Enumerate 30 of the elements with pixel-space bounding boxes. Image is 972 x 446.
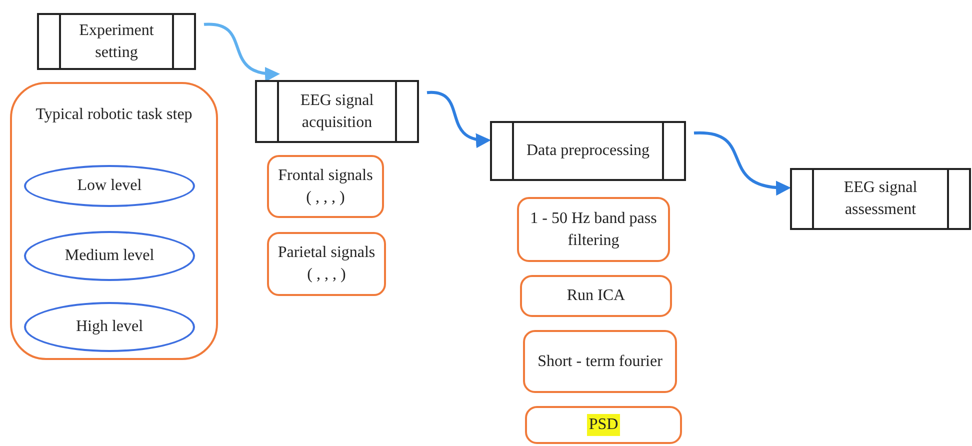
group-box bbox=[10, 82, 218, 360]
node-text: Short - term fourier bbox=[538, 352, 662, 372]
step-box bbox=[517, 197, 670, 262]
node-text: Medium level bbox=[64, 246, 154, 266]
process-box bbox=[255, 80, 419, 143]
node-text: Run ICA bbox=[566, 286, 626, 306]
process-box bbox=[37, 13, 196, 70]
step-box bbox=[525, 406, 682, 444]
node-text: ( , , , ) bbox=[306, 188, 345, 208]
step-box bbox=[267, 155, 384, 218]
node-text: ( , , , ) bbox=[307, 265, 346, 285]
step-box bbox=[523, 330, 677, 393]
step-box bbox=[520, 275, 672, 317]
node-text: PSD bbox=[586, 414, 620, 436]
node-text: 1 - 50 Hz band pass filtering bbox=[529, 208, 658, 250]
curved-arrow bbox=[204, 22, 280, 81]
node-text: Typical robotic task step bbox=[34, 105, 194, 125]
node-text: Data preprocessing bbox=[526, 141, 650, 161]
curved-arrow bbox=[694, 132, 791, 195]
process-box bbox=[490, 121, 686, 181]
node-text: Experiment setting bbox=[78, 20, 155, 62]
node-text: EEG signal acquisition bbox=[299, 90, 375, 132]
process-box bbox=[790, 168, 971, 230]
node-text: Parietal signals bbox=[278, 243, 376, 263]
node-text: Frontal signals bbox=[278, 166, 373, 186]
node-text: High level bbox=[76, 317, 144, 337]
curved-arrow bbox=[426, 91, 491, 148]
step-box bbox=[267, 232, 386, 296]
node-text: Low level bbox=[77, 176, 142, 196]
node-text: EEG signal assessment bbox=[842, 178, 918, 220]
